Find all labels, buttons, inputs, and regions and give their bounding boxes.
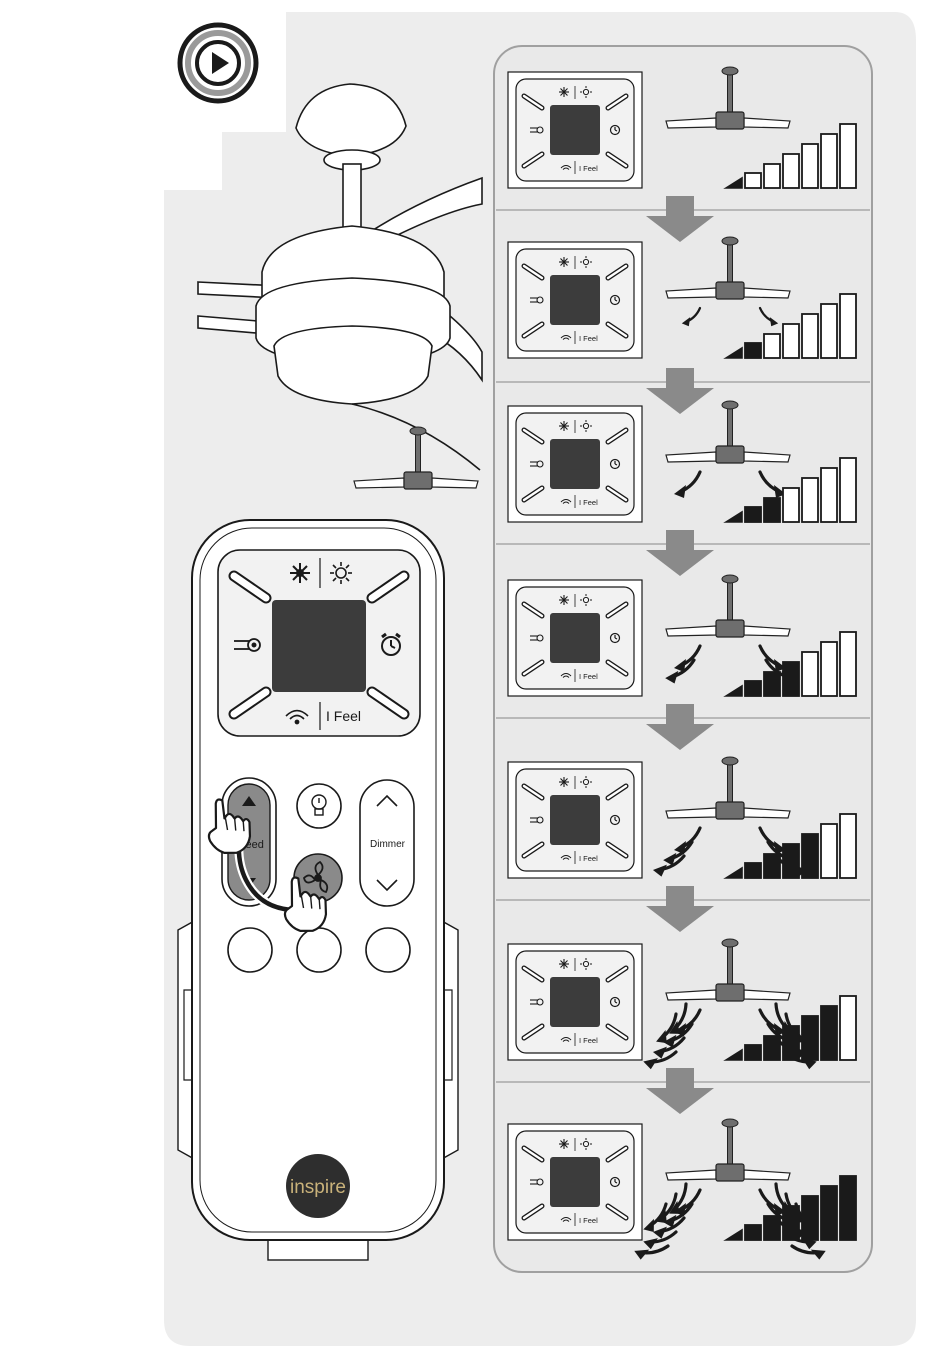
speed-bar: [745, 1225, 761, 1240]
speed-bar: [840, 124, 856, 188]
speed-bar: [745, 343, 761, 358]
speed-bar: [764, 854, 780, 878]
round-button-right[interactable]: [366, 928, 410, 972]
speed-bar: [783, 488, 799, 522]
speed-bar: [783, 154, 799, 188]
remote-thumbnail: [508, 72, 642, 188]
brand-logo: inspire: [286, 1154, 350, 1218]
remote-thumbnail: [508, 242, 642, 358]
snowflake-icon: [290, 563, 310, 583]
speed-bar: [745, 173, 761, 188]
remote-thumbnail: [508, 406, 642, 522]
speed-bar: [840, 996, 856, 1060]
remote-display-screen: [272, 600, 366, 692]
speed-bar: [783, 844, 799, 878]
speed-bar: [821, 304, 837, 358]
speed-bar: [745, 1045, 761, 1060]
thumbnail-ifeel-label: I Feel: [579, 672, 598, 681]
speed-bar: [783, 1206, 799, 1240]
speed-bar: [802, 144, 818, 188]
speed-bar: [764, 672, 780, 696]
thumbnail-ifeel-label: I Feel: [579, 1216, 598, 1225]
remote-thumbnail: [508, 1124, 642, 1240]
speed-bar: [745, 681, 761, 696]
speed-bar: [764, 164, 780, 188]
speed-bar: [821, 134, 837, 188]
remote-thumbnail: [508, 762, 642, 878]
speed-bar: [802, 478, 818, 522]
thumbnail-ifeel-label: I Feel: [579, 1036, 598, 1045]
round-button-middle[interactable]: [297, 928, 341, 972]
speed-bar: [783, 1026, 799, 1060]
speed-bar: [821, 1006, 837, 1060]
speed-bar: [802, 652, 818, 696]
remote-control: I Feel Speed Dimmer: [178, 520, 458, 1260]
round-button-left[interactable]: [228, 928, 272, 972]
speed-bar: [764, 1216, 780, 1240]
speed-bar: [840, 294, 856, 358]
remote-thumbnail: [508, 580, 642, 696]
play-circle-icon: [176, 21, 260, 105]
speed-bar: [821, 824, 837, 878]
speed-bar: [840, 814, 856, 878]
thumbnail-ifeel-label: I Feel: [579, 334, 598, 343]
light-button[interactable]: [297, 784, 341, 828]
thumbnail-ifeel-label: I Feel: [579, 854, 598, 863]
speed-bar: [840, 458, 856, 522]
speed-bar: [764, 334, 780, 358]
speed-bar: [802, 834, 818, 878]
speed-bar: [802, 1016, 818, 1060]
speed-bar: [802, 314, 818, 358]
remote-thumbnail: [508, 944, 642, 1060]
ifeel-label: I Feel: [326, 708, 361, 724]
speed-bar: [745, 863, 761, 878]
speed-bar: [821, 642, 837, 696]
dimmer-label: Dimmer: [370, 839, 406, 850]
speed-bar: [802, 1196, 818, 1240]
speed-bar: [783, 324, 799, 358]
speed-bar: [783, 662, 799, 696]
speed-bar: [821, 1186, 837, 1240]
thumbnail-ifeel-label: I Feel: [579, 498, 598, 507]
speed-bar: [764, 498, 780, 522]
thumbnail-ifeel-label: I Feel: [579, 164, 598, 173]
speed-bar: [840, 632, 856, 696]
speed-bar: [764, 1036, 780, 1060]
speed-bar: [840, 1176, 856, 1240]
dimmer-button[interactable]: Dimmer: [360, 780, 414, 906]
svg-text:inspire: inspire: [290, 1177, 346, 1198]
speed-bar: [745, 507, 761, 522]
speed-bar: [821, 468, 837, 522]
